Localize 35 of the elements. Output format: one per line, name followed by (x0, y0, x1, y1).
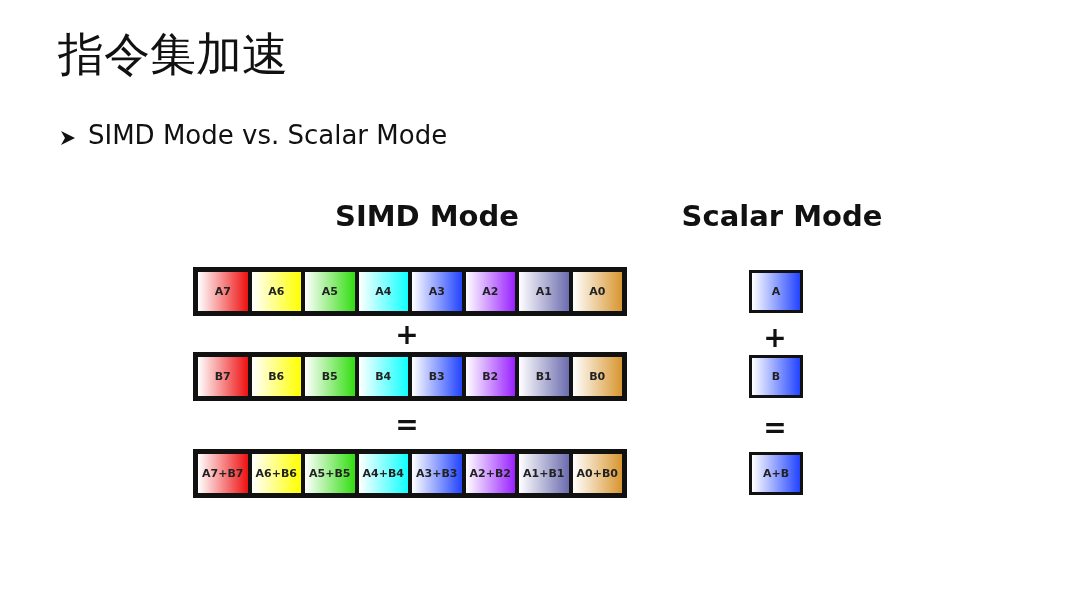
bullet-text: SIMD Mode vs. Scalar Mode (88, 120, 448, 150)
register-cell: A4+B4 (356, 452, 410, 495)
register-cell: A2+B2 (463, 452, 517, 495)
register-cell: B (749, 355, 803, 398)
plus-sign: + (763, 321, 787, 354)
equals-sign: = (763, 411, 787, 444)
register-cell: A6+B6 (249, 452, 303, 495)
slide-title: 指令集加速 (58, 26, 288, 83)
equals-sign: = (395, 408, 419, 441)
register-cell: A3 (410, 270, 464, 313)
section-heading: Scalar Mode (681, 199, 883, 233)
register-cell: A5+B5 (303, 452, 357, 495)
register-cell: A0 (570, 270, 624, 313)
register-cell: A0+B0 (570, 452, 624, 495)
register-cell: B0 (570, 355, 624, 398)
register-cell: A (749, 270, 803, 313)
register-cell: A6 (249, 270, 303, 313)
register-cell: A7 (196, 270, 250, 313)
register-cell: A7+B7 (196, 452, 250, 495)
register-cell: B4 (356, 355, 410, 398)
register-cell: B6 (249, 355, 303, 398)
register-cell: B2 (463, 355, 517, 398)
register-cell: A1 (517, 270, 571, 313)
register-cell: A4 (356, 270, 410, 313)
register-cell: A2 (463, 270, 517, 313)
register-cell: B1 (517, 355, 571, 398)
register-cell: A5 (303, 270, 357, 313)
register-cell: A+B (749, 452, 803, 495)
register-cell: B7 (196, 355, 250, 398)
register-cell: A3+B3 (410, 452, 464, 495)
register-cell: B5 (303, 355, 357, 398)
section-heading: SIMD Mode (335, 199, 519, 233)
register-cell: A1+B1 (517, 452, 571, 495)
register-cell: B3 (410, 355, 464, 398)
plus-sign: + (395, 318, 419, 351)
